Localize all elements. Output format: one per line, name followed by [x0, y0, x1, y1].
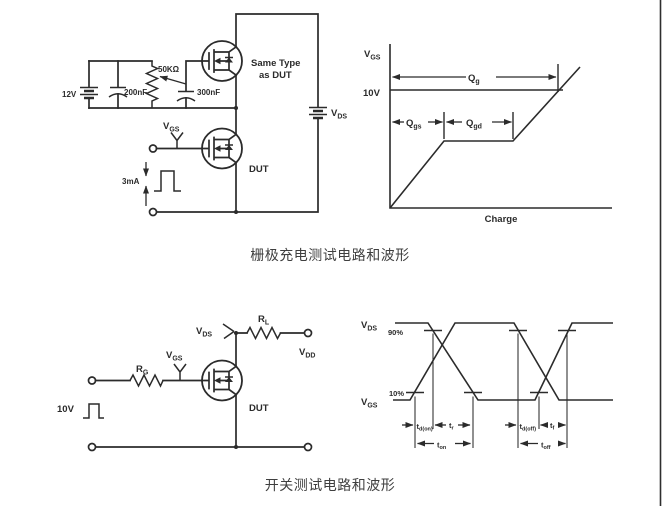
vgs-label: VGS [166, 350, 183, 363]
supply-12v-label: 12V [62, 90, 77, 99]
terminal-ground-right [303, 442, 313, 452]
current-pulse-3ma-icon [143, 162, 181, 206]
resistor-rl-icon [246, 325, 282, 341]
td-on-label: td(on) [417, 422, 433, 433]
caption-gate-charge: 栅极充电测试电路和波形 [250, 248, 410, 264]
battery-vds-icon [309, 106, 327, 120]
terminal-gate-input [87, 376, 97, 385]
p90-label: 90% [388, 328, 403, 337]
dut-label: DUT [249, 403, 269, 414]
pot-50k-label: 50KΩ [158, 65, 180, 74]
gate-charge-test-circuit: 12V 200nF 50KΩ 300nF Same Type as DUT DU… [62, 13, 347, 217]
junction-dot [234, 445, 238, 449]
rg-label: RG [136, 364, 149, 377]
qgs-label: Qgs [406, 118, 422, 131]
capacitor-300nf-icon [176, 60, 203, 109]
resistor-rg-icon [129, 373, 164, 388]
dut-label: DUT [249, 164, 269, 175]
mosfet-same-type-icon [201, 40, 243, 82]
vds-trace [395, 322, 613, 401]
tf-label: tf [550, 421, 555, 432]
cap-200nf-label: 200nF [124, 88, 147, 97]
ten-volt-label: 10V [363, 88, 381, 99]
switching-test-circuit: RG VGS DUT VDS RL VDD 10V [57, 314, 315, 452]
vgs-probe-label: VGS [163, 121, 180, 134]
cap-300nf-label: 300nF [197, 88, 220, 97]
vgs-charge-curve [389, 66, 581, 209]
toff-label: toff [541, 441, 551, 452]
vds-probe-icon [222, 323, 235, 340]
battery-12v-icon [80, 60, 98, 109]
vds-trace-label: VDS [361, 320, 377, 333]
pulse-waveform-icon [83, 403, 104, 419]
caption-switching: 开关测试电路和波形 [265, 478, 396, 494]
td-off-label: td(off) [520, 422, 537, 433]
capacitor-200nf-icon [108, 60, 128, 109]
qgd-label: Qgd [466, 118, 482, 131]
junction-dot [234, 106, 238, 110]
vds-supply-label: VDS [331, 108, 347, 121]
pulse-10v-label: 10V [57, 404, 75, 415]
same-type-label-line1: Same Type [251, 58, 300, 69]
terminal-vdd [303, 328, 313, 338]
junction-dot [234, 331, 238, 335]
potentiometer-50k-icon [144, 61, 187, 108]
vdd-label: VDD [299, 347, 315, 360]
tr-label: tr [449, 421, 455, 432]
level-ticks [406, 329, 576, 394]
vgs-probe-icon [170, 132, 184, 149]
terminal-gate-input [148, 144, 158, 153]
pulse-3ma-label: 3mA [122, 177, 140, 186]
same-type-label-line2: as DUT [259, 70, 292, 81]
mosfet-dut-icon [201, 127, 243, 170]
terminal-source [148, 207, 158, 217]
y-axis-label: VGS [364, 49, 381, 62]
timing-guides [414, 333, 568, 448]
qg-label: Qg [468, 73, 480, 86]
switching-waveform: VDS VGS 90% 10% td(on) tr ton td(off) tf… [361, 320, 613, 451]
gate-charge-waveform: VGS 10V Qg Qgs Qgd Charge [363, 44, 612, 225]
x-axis-label: Charge [485, 214, 518, 225]
vgs-trace [393, 322, 613, 401]
terminal-ground-left [87, 442, 97, 452]
p10-label: 10% [389, 389, 404, 398]
junction-dot [234, 210, 238, 214]
ton-label: ton [437, 441, 447, 452]
vds-label: VDS [196, 326, 212, 339]
vgs-trace-label: VGS [361, 397, 378, 410]
rl-label: RL [258, 314, 270, 327]
vgs-probe-icon [173, 363, 187, 381]
